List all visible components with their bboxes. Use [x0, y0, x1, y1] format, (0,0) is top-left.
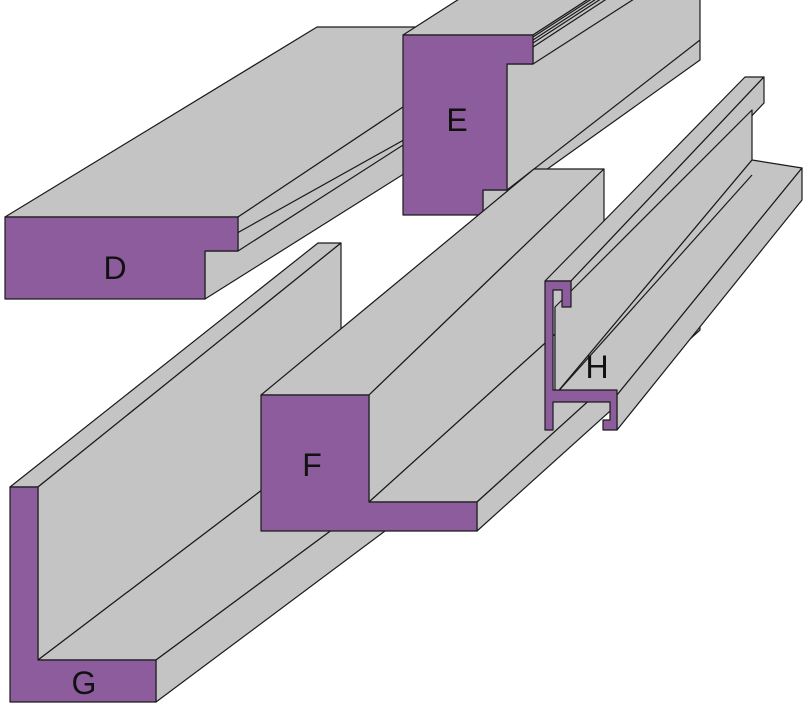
profile-d-label: D — [103, 250, 126, 286]
profile-h-label: H — [585, 349, 608, 385]
profile-e-label: E — [446, 102, 467, 138]
profile-g-label: G — [72, 665, 97, 701]
profile-e-section — [402, 34, 534, 216]
profile-e: E — [402, 0, 701, 216]
profile-h: H — [544, 76, 803, 431]
profile-d-section — [4, 216, 239, 300]
profile-g-section — [9, 486, 157, 703]
profile-f-label: F — [302, 447, 322, 483]
profile-f-section — [260, 394, 478, 532]
profile-h-section — [544, 280, 618, 431]
